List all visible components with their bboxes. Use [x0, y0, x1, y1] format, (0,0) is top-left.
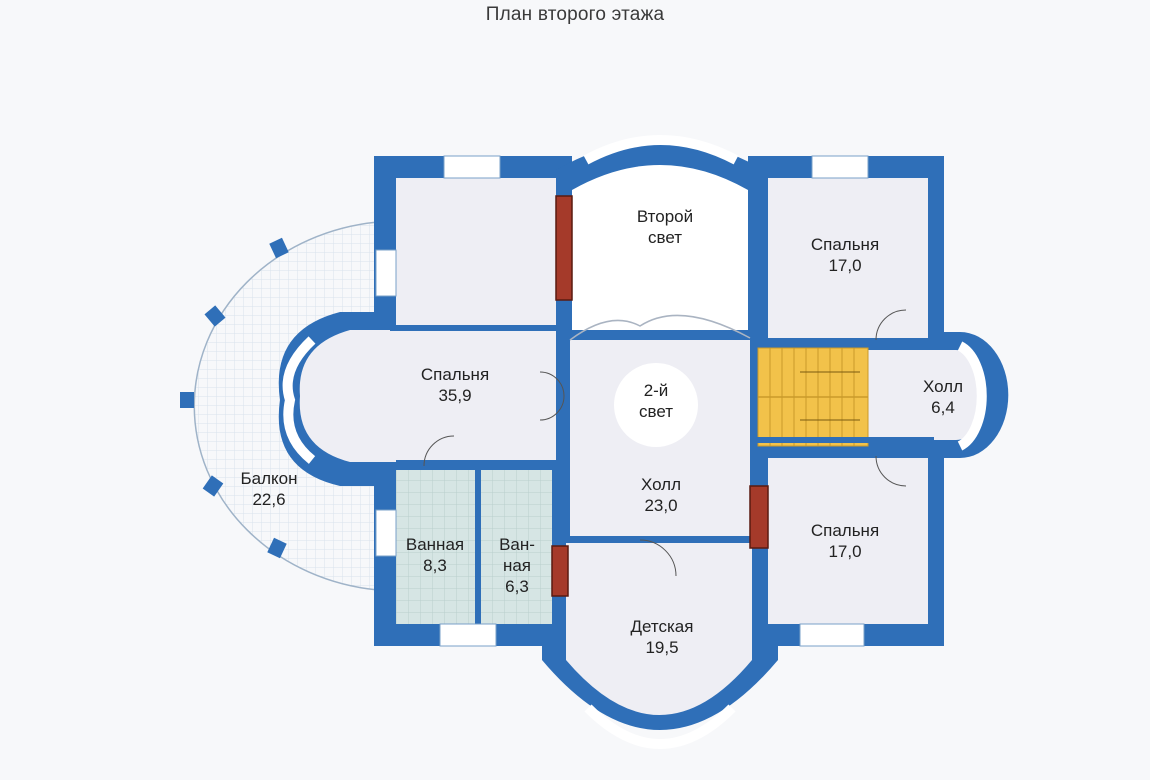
- room-bath-2: [480, 470, 552, 624]
- windows: [375, 155, 869, 647]
- hall-arch-line: [569, 314, 751, 341]
- label-hall-c: Холл 23,0: [640, 475, 682, 515]
- balcony-post: [202, 475, 224, 497]
- bay-glazing: [282, 135, 987, 749]
- room-bedroom-ne: [768, 178, 928, 338]
- label-second-light: Второй свет: [636, 207, 694, 247]
- label-kids: Детская 19,5: [630, 617, 694, 657]
- chimney: [551, 195, 769, 597]
- balcony-post: [180, 392, 194, 408]
- room-bath-1: [396, 470, 476, 624]
- label-bath-2: Ван- ная 6,3: [499, 535, 535, 596]
- label-bedroom-w: Спальня 35,9: [420, 365, 490, 405]
- light-well: [614, 363, 698, 447]
- door-swings: [423, 309, 907, 577]
- room-nw: [396, 178, 556, 326]
- balcony-post: [267, 537, 287, 559]
- label-bath-1: Ванная 8,3: [405, 535, 465, 575]
- label-light-well: 2-й свет: [638, 381, 674, 421]
- plan-title: План второго этажа: [485, 4, 665, 25]
- label-bedroom-se: Спальня 17,0: [810, 521, 880, 561]
- balcony-post: [204, 305, 226, 327]
- interior-walls: [390, 325, 934, 624]
- room-hall-e: [868, 350, 986, 440]
- label-bedroom-ne: Спальня 17,0: [810, 235, 880, 275]
- label-balcony: Балкон 22,6: [240, 469, 298, 509]
- staircase: [757, 347, 869, 447]
- room-second-light: [572, 165, 748, 330]
- room-bedroom-w: [299, 330, 556, 462]
- label-hall-e: Холл 6,4: [922, 377, 964, 417]
- room-kids: [566, 542, 752, 715]
- balcony-post: [269, 237, 289, 259]
